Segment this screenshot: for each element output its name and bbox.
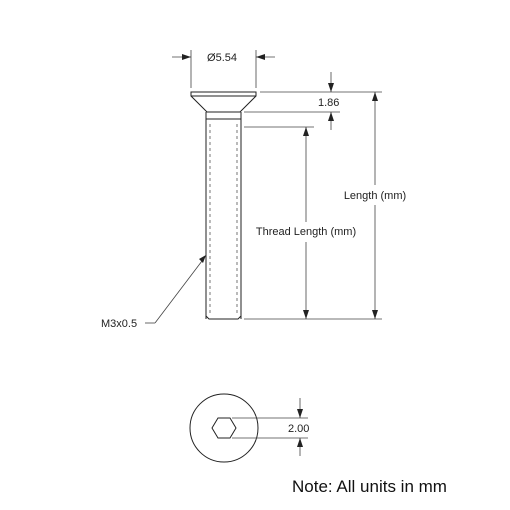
screw-side-view — [190, 91, 257, 320]
thread-length-label: Thread Length (mm) — [256, 226, 356, 238]
hex-size-label: 2.00 — [288, 423, 309, 435]
thread-length-dimension: Thread Length (mm) — [244, 126, 356, 319]
overall-length-dimension: Length (mm) — [244, 91, 406, 320]
thread-spec-leader: M3x0.5 — [101, 255, 206, 330]
length-label: Length (mm) — [344, 190, 406, 202]
head-diameter-dimension: Ø5.54 — [172, 50, 275, 88]
screw-end-view — [189, 393, 259, 463]
units-note: Note: All units in mm — [292, 477, 447, 496]
hex-socket-icon — [211, 417, 237, 439]
head-diameter-label: Ø5.54 — [207, 52, 237, 64]
head-circle — [189, 393, 259, 463]
hex-size-dimension: 2.00 — [232, 398, 309, 456]
screw-head-outline — [190, 91, 257, 113]
head-height-label: 1.86 — [318, 97, 339, 109]
thread-spec-label: M3x0.5 — [101, 318, 137, 330]
head-height-dimension: 1.86 — [244, 72, 340, 130]
